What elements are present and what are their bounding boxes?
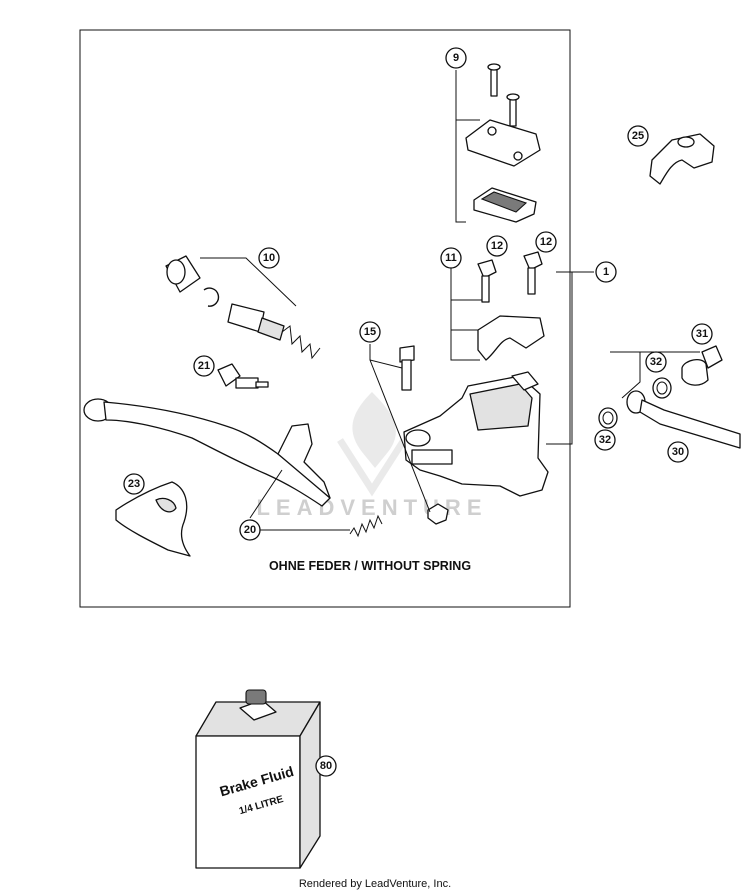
leader-15 — [369, 344, 431, 513]
reservoir-cover — [465, 119, 541, 167]
screw-9a — [487, 63, 501, 97]
lever-spring — [349, 514, 383, 538]
piston — [227, 303, 285, 341]
render-credit: Rendered by LeadVenture, Inc. — [298, 878, 452, 890]
callout-23[interactable]: 23 — [123, 473, 145, 495]
leader-11 — [450, 262, 482, 361]
callout-20[interactable]: 20 — [239, 519, 261, 541]
brake-fluid-bottle — [195, 689, 321, 869]
handlebar-clamp — [477, 315, 545, 361]
screw-9b — [506, 93, 520, 127]
svg-text:32: 32 — [650, 356, 662, 368]
svg-text:23: 23 — [128, 478, 140, 490]
watermark-text: LEADVENTURE — [256, 495, 487, 520]
callout-25[interactable]: 25 — [627, 125, 649, 147]
svg-text:11: 11 — [445, 252, 457, 264]
sealing-washer-lower — [598, 407, 618, 429]
outer-clamp — [649, 133, 715, 185]
watermark-logo — [337, 392, 407, 497]
lever-guard — [115, 481, 191, 557]
brake-hose — [626, 390, 741, 449]
master-cylinder-body — [403, 371, 549, 497]
piston-boot — [165, 255, 201, 293]
reservoir-diaphragm — [473, 187, 537, 223]
svg-text:25: 25 — [632, 130, 644, 142]
without-spring-note: OHNE FEDER / WITHOUT SPRING — [268, 559, 472, 573]
leader-20 — [249, 469, 350, 531]
pivot-nut — [427, 503, 449, 525]
callout-12b[interactable]: 12 — [535, 231, 557, 253]
svg-text:9: 9 — [453, 52, 459, 64]
callout-11[interactable]: 11 — [440, 247, 462, 269]
svg-text:21: 21 — [198, 360, 210, 372]
piston-spring — [281, 325, 321, 360]
svg-text:80: 80 — [320, 760, 332, 772]
svg-text:1: 1 — [603, 266, 609, 278]
callout-1[interactable]: 1 — [595, 261, 617, 283]
circlip — [203, 287, 220, 307]
leader-1 — [546, 271, 594, 445]
bolt-12b — [523, 251, 543, 295]
svg-text:30: 30 — [672, 446, 684, 458]
callout-21[interactable]: 21 — [193, 355, 215, 377]
svg-text:32: 32 — [599, 434, 611, 446]
callout-9[interactable]: 9 — [445, 47, 467, 69]
bolt-12a — [477, 259, 497, 303]
svg-text:12: 12 — [491, 240, 503, 252]
callout-31[interactable]: 31 — [691, 323, 713, 345]
callout-10[interactable]: 10 — [258, 247, 280, 269]
leader-10 — [200, 257, 297, 307]
sealing-washer-upper — [652, 377, 672, 399]
svg-text:20: 20 — [244, 524, 256, 536]
callout-12a[interactable]: 12 — [486, 235, 508, 257]
adjuster-screw — [217, 363, 269, 389]
callout-15[interactable]: 15 — [359, 321, 381, 343]
pivot-bolt — [399, 345, 415, 391]
banjo-bolt — [681, 345, 723, 386]
callout-32a[interactable]: 32 — [645, 351, 667, 373]
svg-text:10: 10 — [263, 252, 275, 264]
svg-text:31: 31 — [696, 328, 708, 340]
callout-32b[interactable]: 32 — [594, 429, 616, 451]
svg-text:15: 15 — [364, 326, 376, 338]
leader-9 — [455, 70, 480, 223]
callout-80[interactable]: 80 — [315, 755, 337, 777]
brake-lever — [83, 398, 331, 507]
assembly-frame — [79, 29, 571, 608]
svg-text:12: 12 — [540, 236, 552, 248]
callout-30[interactable]: 30 — [667, 441, 689, 463]
